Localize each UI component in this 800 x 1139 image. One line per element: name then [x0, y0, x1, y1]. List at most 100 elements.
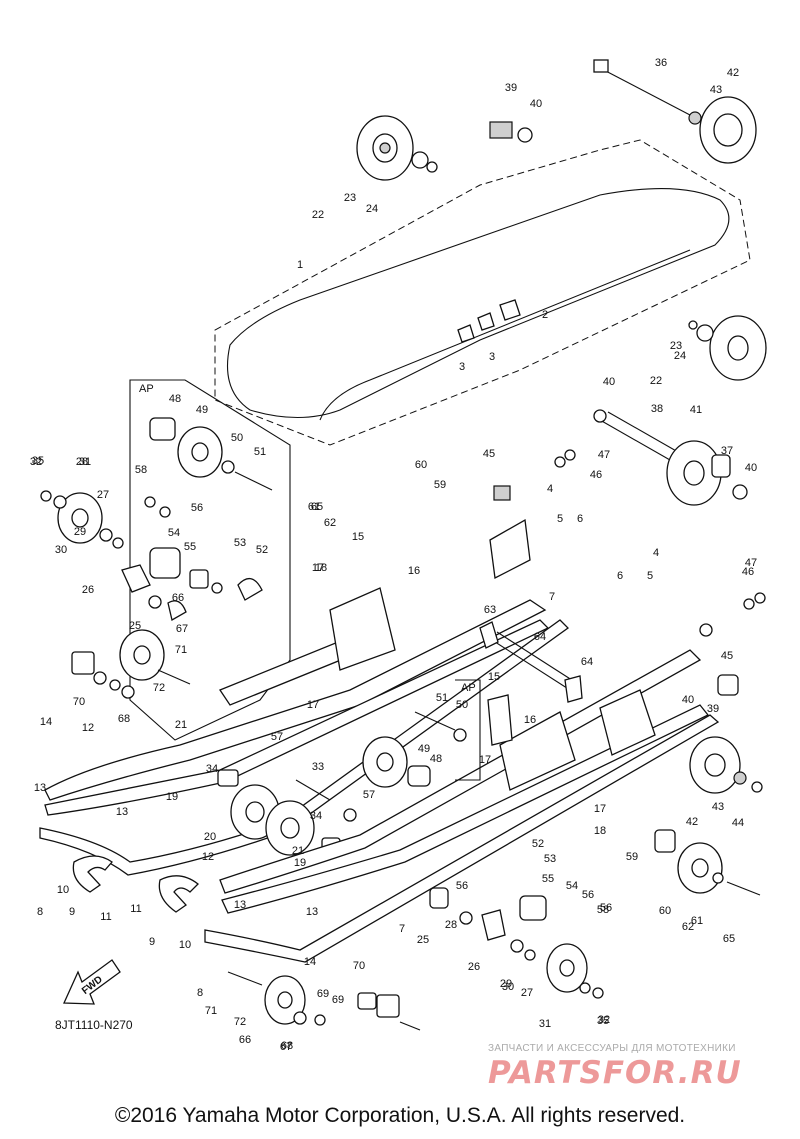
part-callout-46: 46 — [742, 566, 754, 578]
part-callout-33: 33 — [312, 761, 324, 773]
part-callout-13: 13 — [116, 806, 128, 818]
part-callout-10: 10 — [179, 939, 191, 951]
part-callout-72: 72 — [153, 682, 165, 694]
part-callout-26: 26 — [468, 961, 480, 973]
part-callout-59: 59 — [434, 479, 446, 491]
part-callout-54: 54 — [168, 527, 180, 539]
part-callout-45: 45 — [721, 650, 733, 662]
part-callout-56: 56 — [582, 889, 594, 901]
part-callout-23: 23 — [344, 192, 356, 204]
part-callout-14: 14 — [40, 716, 52, 728]
part-callout-61: 61 — [308, 501, 320, 513]
part-callout-29: 29 — [500, 978, 512, 990]
fwd-arrow-icon — [63, 959, 121, 1005]
part-callout-9: 9 — [69, 906, 75, 918]
part-callout-7: 7 — [399, 923, 405, 935]
rear-right-wheels — [654, 592, 766, 896]
part-callout-16: 16 — [524, 714, 536, 726]
part-callout-61: 61 — [691, 915, 703, 927]
part-callout-71: 71 — [205, 1005, 217, 1017]
part-callout-53: 53 — [544, 853, 556, 865]
part-callout-27: 27 — [521, 987, 533, 999]
part-callout-14: 14 — [304, 956, 316, 968]
part-callout-36: 36 — [655, 57, 667, 69]
part-callout-30: 30 — [502, 981, 514, 993]
part-callout-58: 58 — [597, 904, 609, 916]
part-callout-13: 13 — [34, 782, 46, 794]
part-callout-55: 55 — [542, 873, 554, 885]
part-callout-6: 6 — [617, 570, 623, 582]
part-callout-56: 56 — [191, 502, 203, 514]
part-callout-21: 21 — [292, 845, 304, 857]
part-callout-23: 23 — [670, 340, 682, 352]
part-callout-40: 40 — [745, 462, 757, 474]
part-callout-31: 31 — [79, 456, 91, 468]
part-callout-60: 60 — [415, 459, 427, 471]
part-callout-40: 40 — [530, 98, 542, 110]
part-callout-10: 10 — [57, 884, 69, 896]
part-callout-72: 72 — [234, 1016, 246, 1028]
part-callout-42: 42 — [686, 816, 698, 828]
part-callout-35: 35 — [32, 455, 44, 467]
part-callout-15: 15 — [352, 531, 364, 543]
left-wheels — [40, 490, 191, 699]
part-callout-69: 69 — [317, 988, 329, 1000]
part-callout-30: 30 — [55, 544, 67, 556]
slide-rail-left — [39, 518, 569, 876]
part-callout-28: 28 — [76, 456, 88, 468]
part-callout-12: 12 — [82, 722, 94, 734]
part-callout-40: 40 — [603, 376, 615, 388]
part-callout-59: 59 — [626, 851, 638, 863]
part-callout-41: 41 — [690, 404, 702, 416]
part-callout-39: 39 — [707, 703, 719, 715]
part-callout-54: 54 — [566, 880, 578, 892]
part-callout-15: 15 — [488, 671, 500, 683]
ap-kit-right — [362, 679, 513, 788]
part-callout-38: 38 — [651, 403, 663, 415]
part-callout-4: 4 — [547, 483, 553, 495]
part-callout-40: 40 — [682, 694, 694, 706]
part-callout-49: 49 — [196, 404, 208, 416]
part-callout-67: 67 — [176, 623, 188, 635]
watermark-tagline: ЗАПЧАСТИ И АКСЕССУАРЫ ДЛЯ МОТОТЕХНИКИ — [488, 1043, 736, 1054]
part-callout-65: 65 — [723, 933, 735, 945]
part-callout-49: 49 — [418, 743, 430, 755]
part-callout-63: 63 — [484, 604, 496, 616]
part-callout-8: 8 — [37, 906, 43, 918]
lower-parts — [72, 855, 604, 1031]
part-callout-65: 65 — [311, 501, 323, 513]
part-callout-25: 25 — [417, 934, 429, 946]
part-callout-39: 39 — [505, 82, 517, 94]
part-callout-24: 24 — [674, 350, 686, 362]
part-callout-51: 51 — [436, 692, 448, 704]
part-callout-34: 34 — [310, 810, 322, 822]
ap-kit-parts — [144, 417, 273, 601]
part-callout-17: 17 — [594, 803, 606, 815]
part-callout-68: 68 — [118, 713, 130, 725]
ap-label: AP — [139, 383, 154, 395]
part-callout-34: 34 — [206, 763, 218, 775]
diagram-code: 8JT1110-N270 — [55, 1018, 133, 1032]
part-callout-4: 4 — [653, 547, 659, 559]
part-callout-43: 43 — [710, 84, 722, 96]
center-shaft — [217, 621, 583, 856]
track-clips — [457, 299, 521, 343]
part-callout-71: 71 — [175, 644, 187, 656]
upper-idler-wheel-right — [489, 59, 757, 164]
part-callout-60: 60 — [659, 905, 671, 917]
part-callout-22: 22 — [650, 375, 662, 387]
part-callout-2: 2 — [542, 309, 548, 321]
ap-label: AP — [461, 682, 476, 694]
part-callout-16: 16 — [408, 565, 420, 577]
part-callout-20: 20 — [204, 831, 216, 843]
part-callout-57: 57 — [271, 731, 283, 743]
part-callout-64: 64 — [581, 656, 593, 668]
part-callout-32: 32 — [598, 1014, 610, 1026]
part-callout-62: 62 — [324, 517, 336, 529]
part-callout-24: 24 — [366, 203, 378, 215]
part-callout-35: 35 — [597, 1015, 609, 1027]
part-callout-31: 31 — [539, 1018, 551, 1030]
